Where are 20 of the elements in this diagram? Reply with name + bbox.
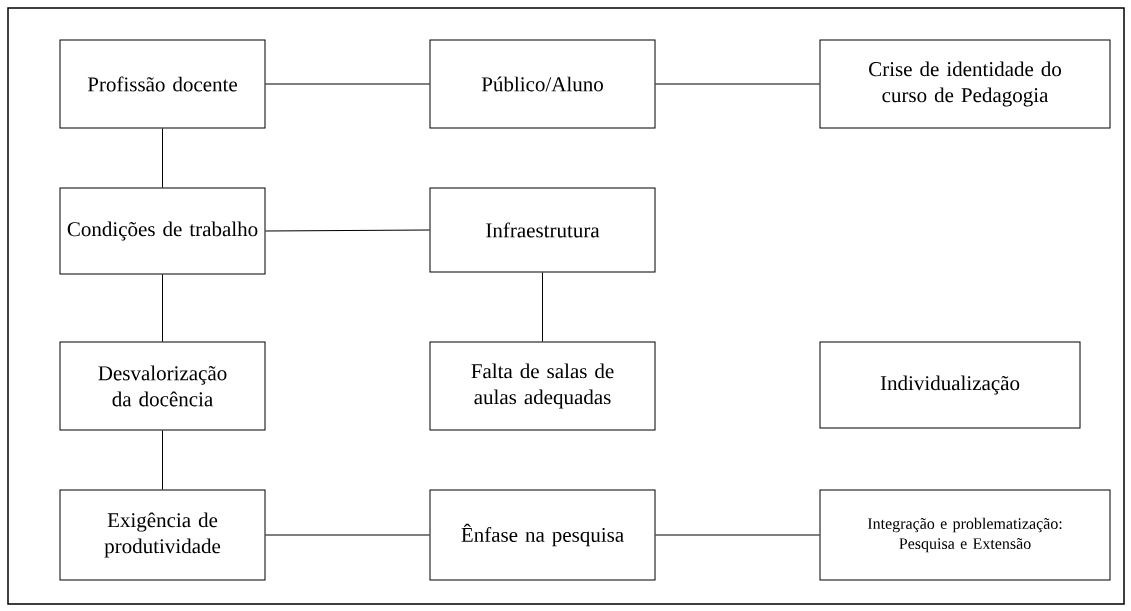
text-box: Falta de salas de aulas adequadas — [429, 341, 656, 431]
text-box: Infraestrutura — [429, 187, 656, 273]
connector-line — [162, 128, 163, 188]
connector-line — [265, 534, 430, 536]
connector-line — [265, 229, 430, 232]
text-box: Condições de trabalho — [59, 187, 266, 275]
text-box: Exigência de produtividade — [59, 489, 266, 581]
connector-line — [655, 83, 820, 85]
text-box: Ênfase na pesquisa — [429, 489, 656, 581]
text-box: Crise de identidade do curso de Pedagogia — [819, 39, 1111, 129]
connector-line — [542, 272, 543, 342]
text-box: Desvalorização da docência — [59, 341, 266, 431]
connector-line — [162, 274, 163, 342]
connector-line — [265, 83, 430, 85]
connector-line — [655, 534, 820, 536]
text-box: Individualização — [819, 341, 1081, 429]
text-box: Profissão docente — [59, 39, 266, 129]
connector-line — [162, 430, 163, 490]
text-box: Público/Aluno — [429, 39, 656, 129]
text-box: Integração e problematização: Pesquisa e Extensão — [819, 489, 1111, 581]
